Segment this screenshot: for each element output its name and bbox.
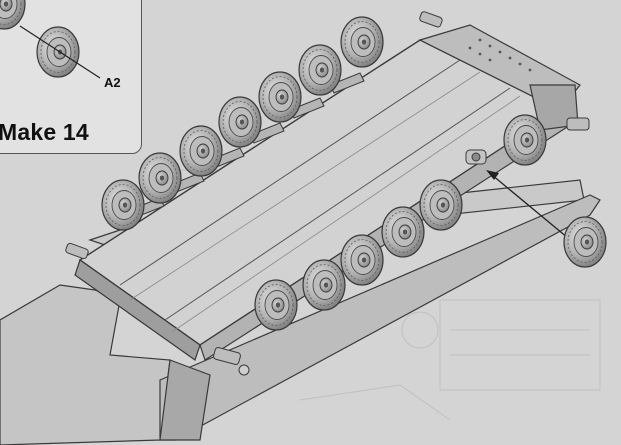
assembly-stand (0, 179, 601, 445)
near-side-wheels (254, 114, 547, 331)
far-side-wheels (101, 16, 384, 231)
step-title: Make 14 (0, 119, 89, 145)
part-label: A2 (104, 75, 121, 90)
assembly-arrow-icon (486, 170, 569, 239)
road-wheel-icon (563, 216, 607, 268)
